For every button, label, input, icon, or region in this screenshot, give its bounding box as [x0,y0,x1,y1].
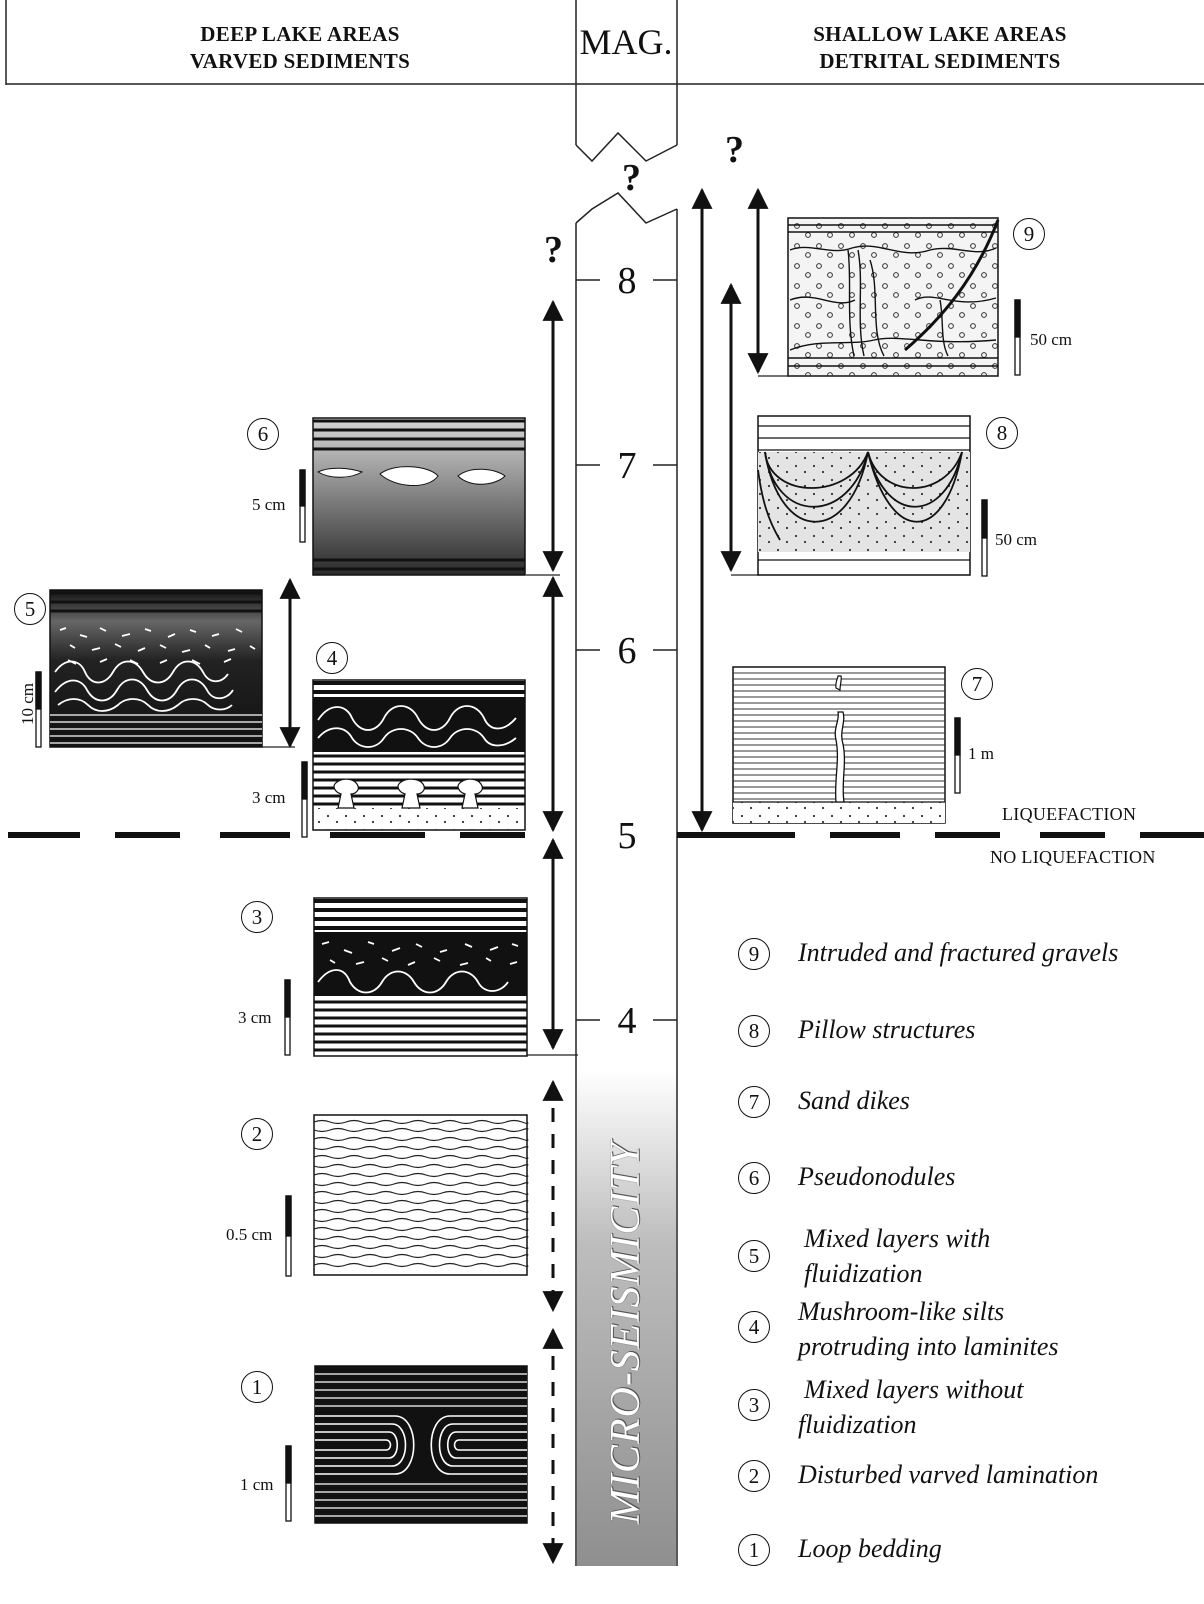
structure-number-6: 6 [247,418,279,450]
micro-seismicity-label-box: MICRO-SEISMICITY [576,1118,676,1548]
question-mark-deep: ? [544,230,563,270]
legend-text-4-line1: Mushroom-like silts [798,1295,1004,1329]
micro-seismicity-label: MICRO-SEISMICITY [602,1142,650,1524]
legend-number-9: 9 [738,938,770,970]
legend-number-5: 5 [738,1240,770,1272]
structure-number-7: 7 [961,668,993,700]
legend-number-6: 6 [738,1162,770,1194]
legend-text-9: Intruded and fractured gravels [798,936,1118,970]
magnitude-tick-8: 8 [597,261,657,301]
shallow-lake-subtitle: DETRITAL SEDIMENTS [790,48,1090,75]
legend-number-2: 2 [738,1460,770,1492]
sketch-1-loop-bedding [315,1366,527,1523]
structure-number-3: 3 [241,901,273,933]
magnitude-tick-6: 6 [597,631,657,671]
legend-text-8: Pillow structures [798,1013,975,1047]
deep-lake-header: DEEP LAKE AREAS VARVED SEDIMENTS [150,21,450,75]
liquefaction-label: LIQUEFACTION [1002,804,1136,825]
structure-number-2: 2 [241,1118,273,1150]
legend-text-4-line2: protruding into laminites [798,1330,1059,1364]
sketch-7-sand-dikes [733,667,945,823]
shallow-lake-title: SHALLOW LAKE AREAS [790,21,1090,48]
magnitude-range-arrows [290,190,758,1562]
sketch-4-mushroom-silts [313,680,525,830]
legend-text-2: Disturbed varved lamination [798,1458,1098,1492]
legend-text-3-line2: fluidization [798,1408,916,1442]
structure-number-4: 4 [316,642,348,674]
legend-text-5-line1: Mixed layers with [804,1222,990,1256]
structure-number-5: 5 [14,593,46,625]
legend-text-6: Pseudonodules [798,1160,955,1194]
shallow-lake-header: SHALLOW LAKE AREAS DETRITAL SEDIMENTS [790,21,1090,75]
no-liquefaction-label: NO LIQUEFACTION [990,847,1156,868]
legend-text-3-line1: Mixed layers without [804,1373,1024,1407]
scale-label-4: 3 cm [252,788,286,808]
structure-number-9: 9 [1013,218,1045,250]
scale-label-3: 3 cm [238,1008,272,1028]
sketch-2-disturbed-lamination [314,1115,528,1275]
legend-number-3: 3 [738,1389,770,1421]
legend-text-5-line2: fluidization [804,1257,922,1291]
scale-label-1: 1 cm [240,1475,274,1495]
magnitude-tick-7: 7 [597,446,657,486]
legend-text-7: Sand dikes [798,1084,910,1118]
sketch-9-fractured-gravels [788,218,998,376]
magnitude-tick-4: 4 [597,1001,657,1041]
sketch-6-pseudonodules [313,418,525,575]
magnitude-tick-5: 5 [597,816,657,856]
scale-label-5: 10 cm [18,683,38,725]
legend-number-1: 1 [738,1534,770,1566]
legend-number-4: 4 [738,1311,770,1343]
sketch-5-mixed-layers-fluidization [50,590,262,747]
structure-number-1: 1 [241,1371,273,1403]
legend-text-1: Loop bedding [798,1532,942,1566]
sketch-3-mixed-layers [314,898,527,1056]
scale-label-7: 1 m [968,744,994,764]
structure-number-8: 8 [986,417,1018,449]
deep-lake-subtitle: VARVED SEDIMENTS [150,48,450,75]
deep-lake-title: DEEP LAKE AREAS [150,21,450,48]
legend-number-8: 8 [738,1015,770,1047]
sketch-8-pillow-structures [758,416,970,575]
scale-label-9: 50 cm [1030,330,1072,350]
scale-label-2: 0.5 cm [226,1225,272,1245]
magnitude-header: MAG. [576,22,676,62]
legend-number-7: 7 [738,1086,770,1118]
question-mark-shallow: ? [725,130,744,170]
scale-label-6: 5 cm [252,495,286,515]
scale-label-8: 50 cm [995,530,1037,550]
question-mark-mag: ? [622,158,641,198]
